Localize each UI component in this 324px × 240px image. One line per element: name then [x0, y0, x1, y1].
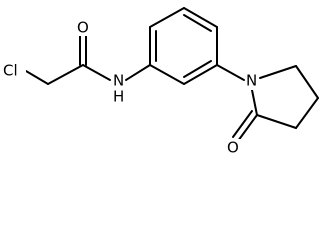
- bond-ring-3: [183, 7, 218, 28]
- bond-pyr-2: [295, 97, 319, 129]
- o-amide-label-mask: [76, 18, 90, 36]
- bond-lactam-o-1: [237, 114, 258, 142]
- bond-ring-inner-3: [183, 60, 212, 78]
- bond-pyr-3: [256, 114, 297, 129]
- amide-hydrogen-label: H: [113, 88, 124, 106]
- bond-ring-6: [149, 64, 185, 85]
- chlorine-label: Cl: [3, 62, 18, 80]
- o-lactam-label-mask: [225, 139, 241, 157]
- bond-ring-5: [183, 64, 218, 85]
- bond-ring-2: [149, 7, 185, 28]
- bond-n-ch2: [259, 65, 297, 79]
- bond-ch2-carbonyl: [47, 64, 84, 85]
- bond-ring-inner-2: [183, 14, 212, 32]
- lactam-nitrogen-label: N: [246, 72, 257, 90]
- bond-cl-ch2: [25, 70, 49, 85]
- bond-carbonyl-nh: [82, 64, 111, 81]
- cl-label-mask: [2, 62, 26, 80]
- bond-ring-n: [216, 64, 245, 81]
- amide-nitrogen-label: N: [113, 72, 124, 90]
- amide-oxygen-label: O: [77, 19, 89, 37]
- nh-label-mask: [111, 72, 125, 106]
- bond-lactam-o-2: [232, 110, 253, 138]
- bond-pyr-1: [295, 65, 319, 99]
- lactam-oxygen-label: O: [227, 139, 239, 157]
- n-ring-label-mask: [245, 72, 259, 90]
- bond-nh-ring: [125, 64, 151, 81]
- molecular-structure: Cl O N H N O: [2, 7, 319, 157]
- bond-lactam-n: [251, 89, 258, 116]
